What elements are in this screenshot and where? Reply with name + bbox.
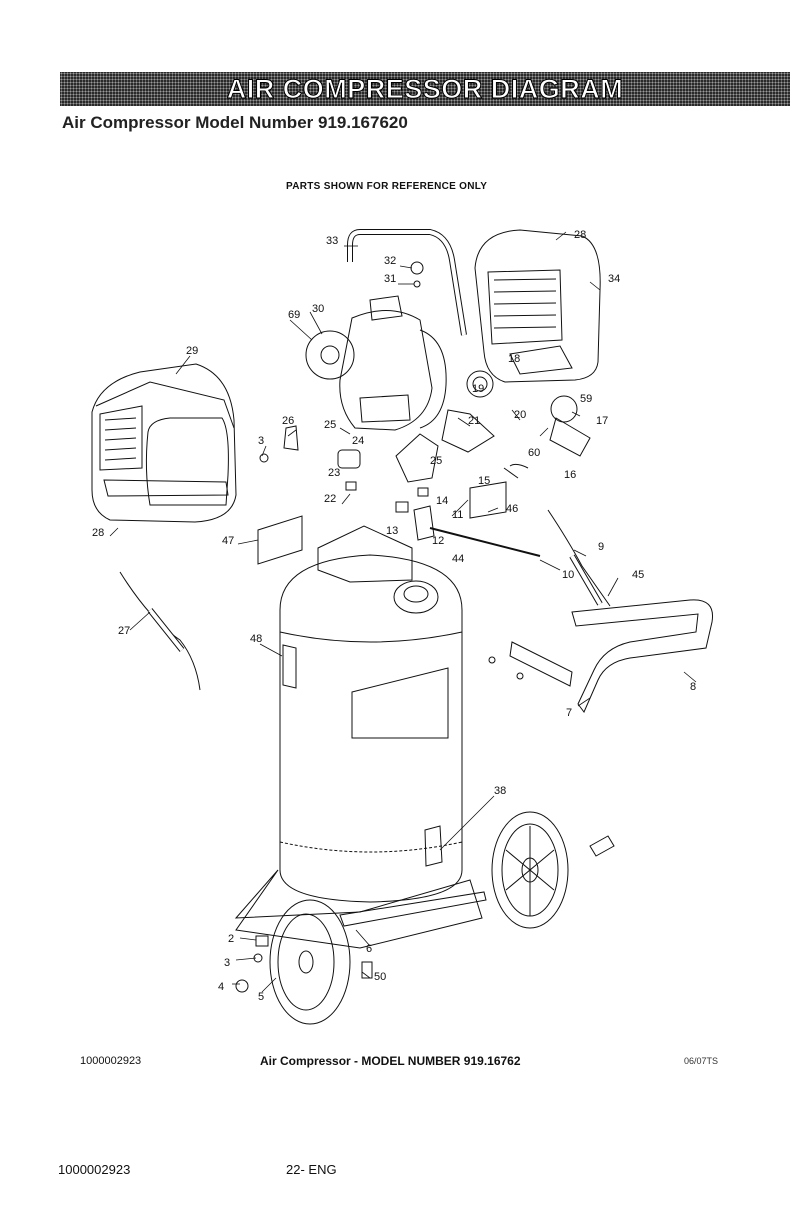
footer-doc-id: 1000002923 — [80, 1055, 141, 1067]
callout: 69 — [288, 309, 300, 321]
callout: 22 — [324, 493, 336, 505]
decal-47 — [258, 516, 302, 564]
callout: 15 — [478, 475, 490, 487]
callout: 3 — [258, 435, 264, 447]
wheel-front — [270, 900, 350, 1024]
callout: 16 — [564, 469, 576, 481]
callout: 31 — [384, 273, 396, 285]
callout: 14 — [436, 495, 448, 507]
callout: 28 — [574, 229, 586, 241]
callout: 48 — [250, 633, 262, 645]
page-doc-id: 1000002923 — [58, 1162, 130, 1177]
callout: 38 — [494, 785, 506, 797]
callout: 23 — [328, 467, 340, 479]
callout: 3 — [224, 957, 230, 969]
callout: 9 — [598, 541, 604, 553]
page-number: 22- ENG — [286, 1162, 337, 1177]
pump-motor-assembly — [306, 296, 446, 430]
callout: 24 — [352, 435, 364, 447]
callout-numbers: 33 32 31 28 34 69 30 29 19 18 59 26 25 2… — [92, 229, 696, 1003]
callout: 25 — [324, 419, 336, 431]
callout: 10 — [562, 569, 574, 581]
callout: 12 — [432, 535, 444, 547]
callout: 13 — [386, 525, 398, 537]
callout: 20 — [514, 409, 526, 421]
callout: 29 — [186, 345, 198, 357]
callout: 34 — [608, 273, 620, 285]
callout: 21 — [468, 415, 480, 427]
rear-shroud — [475, 230, 600, 382]
callout: 45 — [632, 569, 644, 581]
callout: 44 — [452, 553, 464, 565]
air-tank — [280, 555, 462, 902]
callout: 18 — [508, 353, 520, 365]
nut-4 — [236, 980, 248, 992]
callout: 46 — [506, 503, 518, 515]
callout: 26 — [282, 415, 294, 427]
wheel-rear — [492, 812, 568, 928]
handle — [489, 600, 713, 712]
callout: 60 — [528, 447, 540, 459]
callout: 19 — [472, 383, 484, 395]
callout: 25 — [430, 455, 442, 467]
cart-frame — [236, 826, 486, 948]
callout: 7 — [566, 707, 572, 719]
callout: 6 — [366, 943, 372, 955]
callout: 28 — [92, 527, 104, 539]
callout: 27 — [118, 625, 130, 637]
footer-revision-code: 06/07TS — [684, 1056, 718, 1066]
callout: 50 — [374, 971, 386, 983]
foot-2 — [256, 936, 268, 946]
callout: 33 — [326, 235, 338, 247]
footer-model-caption: Air Compressor - MODEL NUMBER 919.16762 — [260, 1054, 521, 1068]
callout: 4 — [218, 981, 224, 993]
compressor-shroud — [92, 364, 236, 522]
callout: 5 — [258, 991, 264, 1003]
callout: 59 — [580, 393, 592, 405]
power-cord — [120, 510, 610, 690]
callout: 8 — [690, 681, 696, 693]
callout: 32 — [384, 255, 396, 267]
callout: 47 — [222, 535, 234, 547]
callout: 17 — [596, 415, 608, 427]
axle-bolt — [590, 836, 614, 856]
callout: 2 — [228, 933, 234, 945]
callout: 30 — [312, 303, 324, 315]
callout: 11 — [452, 509, 463, 521]
